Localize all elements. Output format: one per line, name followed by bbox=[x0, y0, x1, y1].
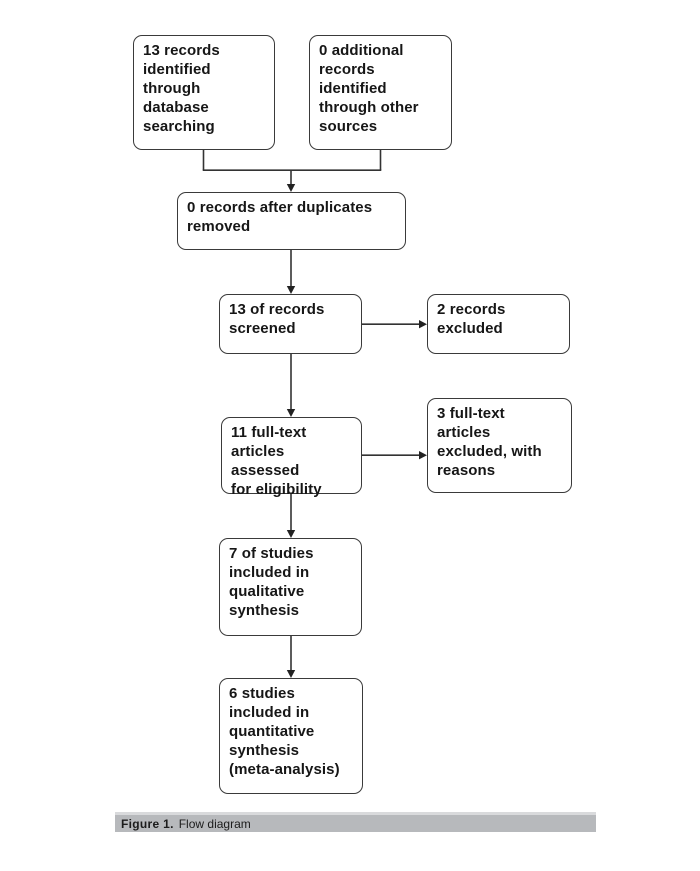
flow-node-studies-qualitative-synthesis: 7 of studies included in qualitative syn… bbox=[219, 538, 362, 636]
flow-node-additional-records-other-sources: 0 additional records identified through … bbox=[309, 35, 452, 150]
figure-caption-bar: Figure 1. Flow diagram bbox=[115, 812, 596, 832]
flow-node-records-after-duplicates-removed: 0 records after duplicates removed bbox=[177, 192, 406, 250]
flow-node-fulltext-assessed-eligibility: 11 full-text articles assessed for eligi… bbox=[221, 417, 362, 498]
flow-node-records-screened: 13 of records screened bbox=[219, 294, 362, 354]
flow-node-records-excluded: 2 records excluded bbox=[427, 294, 570, 354]
figure-caption-text: Flow diagram bbox=[178, 816, 251, 831]
connector-merge-top bbox=[202, 150, 382, 171]
flow-node-records-identified-database: 13 records identified through database s… bbox=[133, 35, 275, 150]
figure-caption-number: Figure 1. bbox=[121, 816, 174, 831]
flow-node-fulltext-excluded-with-reasons: 3 full-text articles excluded, with reas… bbox=[427, 398, 572, 493]
flow-node-studies-quantitative-synthesis: 6 studies included in quantitative synth… bbox=[219, 678, 363, 794]
